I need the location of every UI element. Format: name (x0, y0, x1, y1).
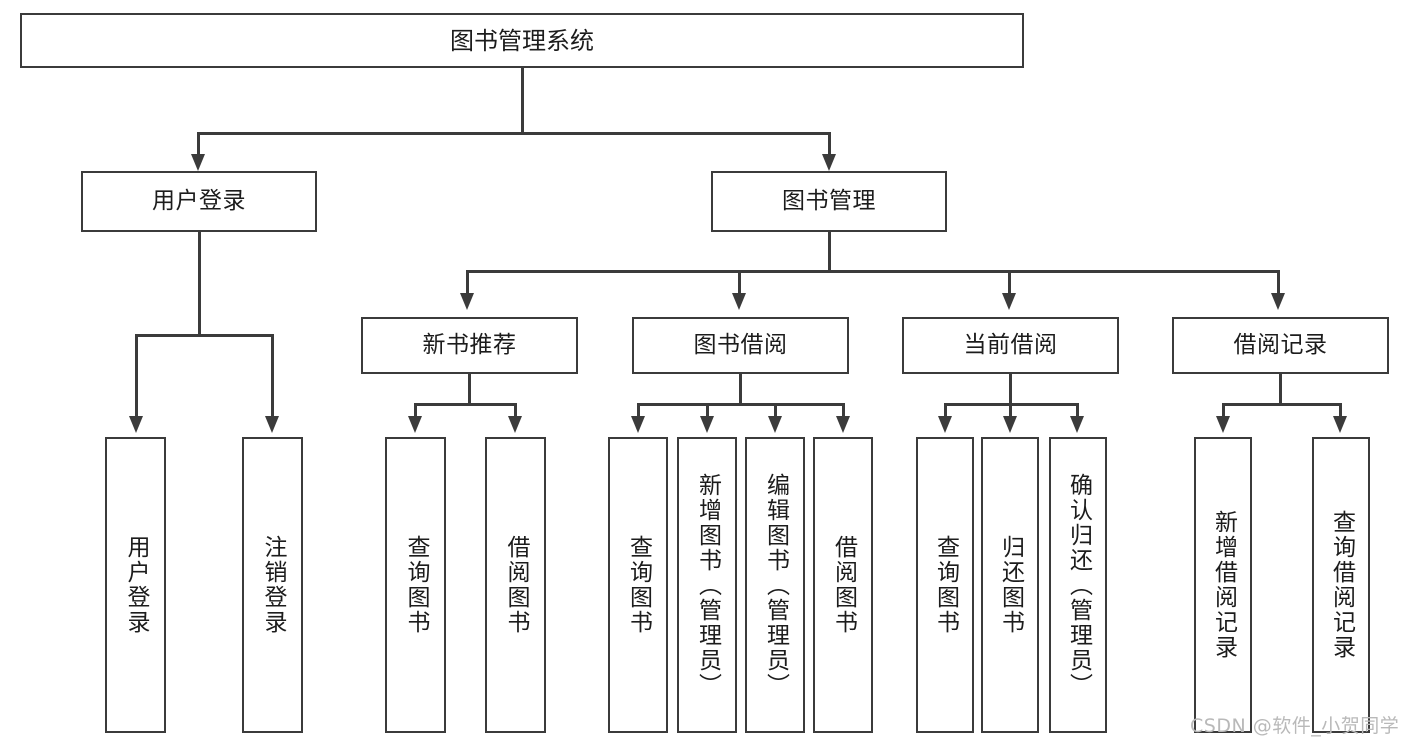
leaf-borrow-book-rec: 借阅图书 (485, 437, 546, 733)
node-label: 新增借阅记录 (1210, 510, 1237, 660)
node-book-management: 图书管理 (711, 171, 947, 232)
leaf-user-login: 用户登录 (105, 437, 166, 733)
arrowhead-bookborrow-leaf-4 (836, 416, 850, 433)
leaf-confirm-return-admin: 确认归还（管理员） (1049, 437, 1107, 733)
node-book-borrow: 图书借阅 (632, 317, 849, 374)
connector-newbook-bus (414, 403, 516, 406)
connector-currentborrow-drop-2 (1009, 403, 1012, 418)
connector-bookborrow-stem (739, 374, 742, 405)
arrowhead-bookborrow-leaf-1 (631, 416, 645, 433)
arrowhead-newbook-leaf-2 (508, 416, 522, 433)
connector-root-drop-2 (828, 132, 831, 157)
node-new-book-recommend: 新书推荐 (361, 317, 578, 374)
connector-newbook-stem (468, 374, 471, 405)
node-label: 新书推荐 (422, 332, 517, 358)
arrowhead-bookborrow-leaf-3 (768, 416, 782, 433)
node-label: 图书管理系统 (450, 26, 594, 55)
node-label: 借阅记录 (1233, 332, 1328, 358)
connector-bookmgmt-drop-1 (466, 270, 469, 296)
node-label: 查询图书 (403, 535, 429, 635)
node-label: 图书管理 (782, 188, 876, 214)
connector-bookmgmt-bus (466, 270, 1280, 273)
node-label: 借阅图书 (503, 535, 529, 635)
connector-bookborrow-drop-4 (842, 403, 845, 418)
node-current-borrow: 当前借阅 (902, 317, 1119, 374)
node-label: 新增图书（管理员） (694, 472, 721, 698)
leaf-logout: 注销登录 (242, 437, 303, 733)
connector-newbook-drop-2 (514, 403, 517, 418)
leaf-query-book-current: 查询图书 (916, 437, 974, 733)
leaf-add-borrow-record: 新增借阅记录 (1194, 437, 1252, 733)
arrowhead-root-to-book-mgmt (822, 154, 836, 171)
node-label: 查询图书 (932, 535, 959, 635)
node-label: 当前借阅 (963, 332, 1058, 358)
leaf-query-borrow-record: 查询借阅记录 (1312, 437, 1370, 733)
connector-root-bus (197, 132, 830, 135)
connector-userlogin-drop-2 (271, 334, 274, 418)
csdn-watermark: CSDN @软件_小贺同学 (1190, 715, 1400, 737)
arrowhead-currentborrow-leaf-2 (1003, 416, 1017, 433)
arrowhead-borrowrecord-leaf-1 (1216, 416, 1230, 433)
arrowhead-to-borrow-record (1271, 293, 1285, 310)
node-label: 查询图书 (625, 535, 652, 635)
connector-root-stem (521, 68, 524, 134)
leaf-return-book: 归还图书 (981, 437, 1039, 733)
arrowhead-newbook-leaf-1 (408, 416, 422, 433)
node-user-login: 用户登录 (81, 171, 317, 232)
connector-userlogin-stem (198, 232, 201, 336)
node-root-system: 图书管理系统 (20, 13, 1024, 68)
connector-userlogin-drop-1 (135, 334, 138, 418)
arrowhead-to-leaf-logout (265, 416, 279, 433)
connector-bookborrow-drop-3 (774, 403, 777, 418)
connector-root-drop-1 (197, 132, 200, 157)
arrowhead-borrowrecord-leaf-2 (1333, 416, 1347, 433)
leaf-query-book-rec: 查询图书 (385, 437, 446, 733)
connector-borrowrecord-drop-1 (1222, 403, 1225, 418)
connector-currentborrow-stem (1009, 374, 1012, 405)
leaf-query-book-borrow: 查询图书 (608, 437, 668, 733)
leaf-edit-book-admin: 编辑图书（管理员） (745, 437, 805, 733)
arrowhead-root-to-user-login (191, 154, 205, 171)
node-label: 图书借阅 (693, 332, 788, 358)
arrowhead-currentborrow-leaf-1 (938, 416, 952, 433)
arrowhead-currentborrow-leaf-3 (1070, 416, 1084, 433)
connector-bookmgmt-drop-4 (1277, 270, 1280, 296)
leaf-add-book-admin: 新增图书（管理员） (677, 437, 737, 733)
connector-bookmgmt-drop-2 (738, 270, 741, 296)
arrowhead-to-leaf-user-login (129, 416, 143, 433)
connector-userlogin-bus (135, 334, 273, 337)
node-label: 查询借阅记录 (1328, 510, 1355, 660)
connector-borrowrecord-drop-2 (1339, 403, 1342, 418)
arrowhead-bookborrow-leaf-2 (700, 416, 714, 433)
node-label: 用户登录 (152, 188, 246, 214)
connector-currentborrow-drop-3 (1076, 403, 1079, 418)
connector-borrowrecord-bus (1222, 403, 1341, 406)
connector-bookmgmt-stem (828, 232, 831, 272)
node-label: 注销登录 (260, 535, 286, 635)
connector-bookmgmt-drop-3 (1008, 270, 1011, 296)
node-label: 用户登录 (123, 535, 149, 635)
connector-borrowrecord-stem (1279, 374, 1282, 405)
connector-bookborrow-drop-1 (637, 403, 640, 418)
node-borrow-record: 借阅记录 (1172, 317, 1389, 374)
node-label: 确认归还（管理员） (1065, 472, 1092, 698)
arrowhead-to-new-book-rec (460, 293, 474, 310)
connector-newbook-drop-1 (414, 403, 417, 418)
leaf-borrow-book: 借阅图书 (813, 437, 873, 733)
node-label: 借阅图书 (830, 535, 857, 635)
connector-bookborrow-drop-2 (706, 403, 709, 418)
node-label: 编辑图书（管理员） (762, 472, 789, 698)
arrowhead-to-book-borrow (732, 293, 746, 310)
arrowhead-to-current-borrow (1002, 293, 1016, 310)
connector-currentborrow-drop-1 (944, 403, 947, 418)
connector-bookborrow-bus (637, 403, 844, 406)
node-label: 归还图书 (997, 535, 1024, 635)
